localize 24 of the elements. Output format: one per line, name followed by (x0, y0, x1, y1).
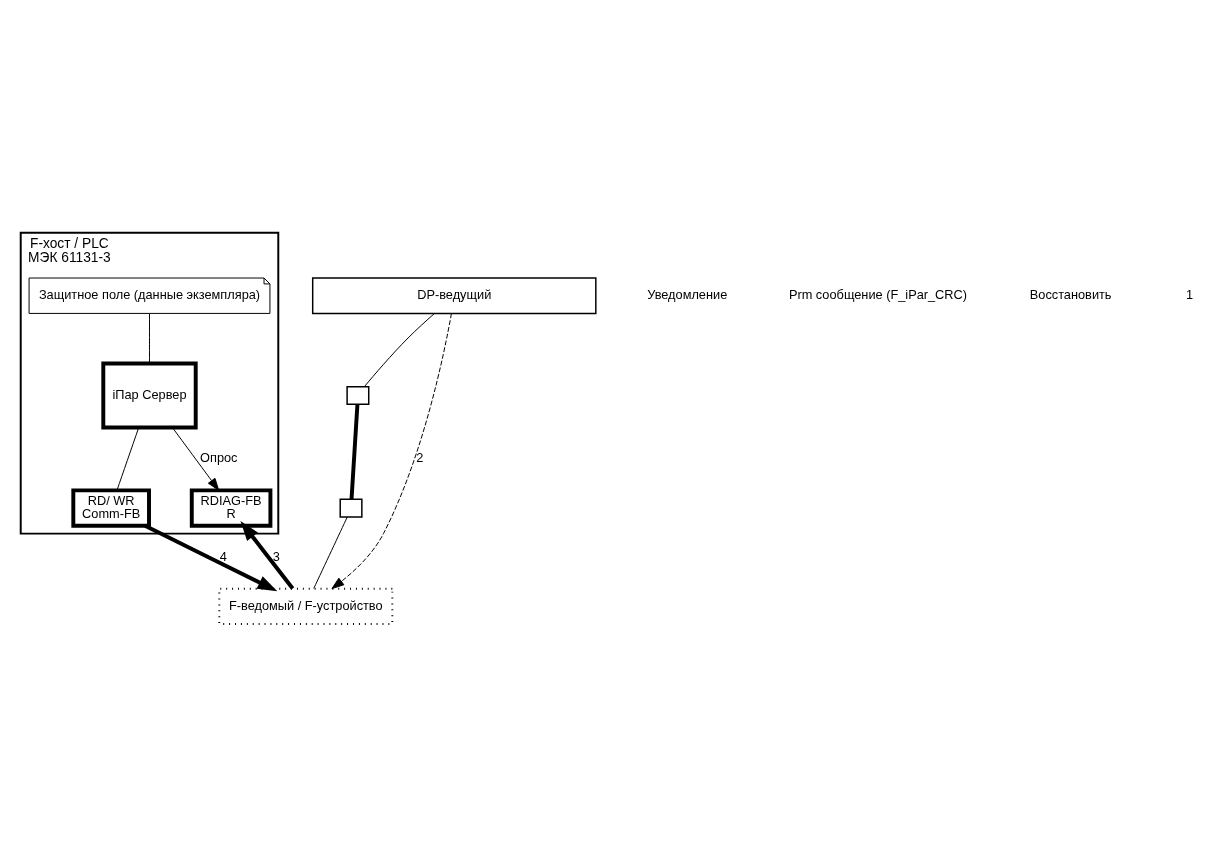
edge-label: Опрос (200, 449, 238, 465)
connector (349, 403, 360, 499)
label: 1 (1186, 286, 1194, 302)
edge-label: 2 (416, 449, 424, 465)
connector (149, 312, 150, 364)
node-box: iПар Сервер (101, 361, 198, 429)
node-box (339, 497, 363, 518)
edge-label: 4 (219, 548, 227, 564)
connector (116, 426, 140, 491)
connector (313, 515, 348, 589)
node-box: F-ведомый / F-устройство (218, 587, 394, 625)
label: Prm сообщение (F_iPar_CRC) (788, 286, 968, 302)
edge-label: 3 (272, 548, 280, 564)
arrow (171, 426, 220, 491)
connector (363, 312, 435, 387)
arrow (144, 523, 278, 591)
label: Восстановить (1029, 286, 1112, 302)
arrow (240, 520, 295, 590)
node-box: RDIAG-FB R (189, 487, 273, 528)
node-box (346, 385, 370, 405)
node-box: DP-ведущий (311, 276, 597, 314)
node-box: RD/ WR Comm-FB (71, 487, 151, 528)
label: Уведомление (647, 286, 728, 302)
arrow (331, 312, 452, 589)
